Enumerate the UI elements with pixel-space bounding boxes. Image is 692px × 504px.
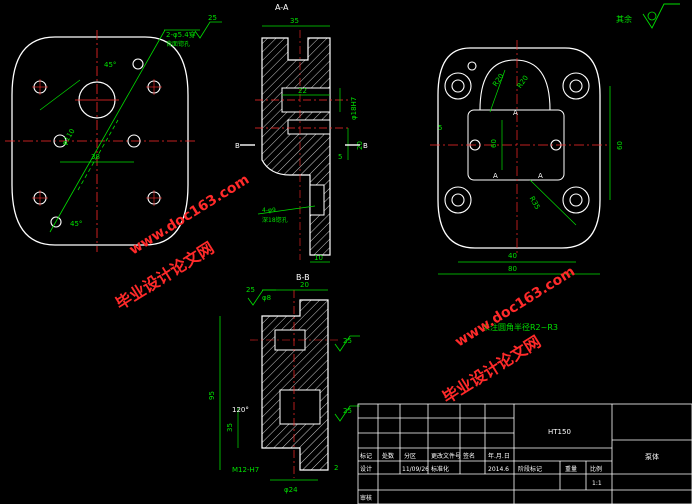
front-outline	[11, 36, 189, 246]
bb-dim-95: 95	[208, 391, 216, 400]
section-aa-title: A-A	[275, 3, 289, 12]
bb-dim-phi8: φ8	[262, 294, 271, 302]
aa-dim-bore: φ18H7	[350, 97, 358, 120]
tb-cell-scale: 比例	[590, 465, 602, 473]
bb-dim-35: 35	[226, 423, 234, 432]
tb-r1-c4: 更改文件号	[431, 452, 461, 460]
front-dim-45a: 45°	[104, 61, 116, 69]
watermark-1-url: www.doc163.com	[127, 172, 253, 259]
side-view: 40 80 60 60 R20 R20 R35 5 A A A 未注圆角半径R2…	[430, 40, 624, 332]
tb-r1-c6: 年.月.日	[488, 452, 510, 460]
tb-r1-c3: 分区	[404, 452, 416, 460]
front-dim-dia: φ110	[60, 127, 76, 146]
side-dim-r35: R35	[528, 195, 542, 211]
watermark-2-cn: 毕业设计论文网	[439, 332, 544, 407]
tb-r1-c5: 签名	[463, 452, 475, 460]
tb-r2-c3: 标准化	[431, 465, 449, 473]
aa-dim-35: 35	[290, 17, 299, 25]
tb-date-code: 11/09/26	[402, 466, 429, 473]
side-dim-80: 80	[508, 265, 517, 273]
title-block	[357, 403, 692, 504]
aa-dim-5: 5	[338, 153, 342, 161]
side-mark-a2: A	[493, 172, 498, 180]
front-dim-note: 背面锪孔	[166, 40, 190, 48]
tb-cell-ratio: 1:1	[592, 480, 602, 487]
side-dim-40: 60	[490, 139, 498, 148]
front-roughness: 25	[208, 14, 217, 22]
fillet-note: 未注圆角半径R2~R3	[482, 322, 558, 332]
side-holes	[444, 61, 590, 214]
watermark-2: 毕业设计论文网 www.doc163.com	[439, 264, 578, 408]
tb-r1-c1: 标记	[360, 452, 372, 460]
bb-roughness-top: 25	[246, 286, 255, 294]
side-dim-60-right: 60	[616, 141, 624, 150]
bb-dim-angle: 120°	[232, 406, 249, 414]
front-dim-38: 38	[91, 153, 100, 161]
tb-part-name: HT150	[548, 428, 571, 436]
roughness-label: 其余	[616, 14, 632, 24]
side-dim-r20b: R20	[516, 74, 530, 90]
tb-cell-weight: 重量	[565, 465, 577, 473]
bb-roughness-right1: 25	[343, 337, 352, 345]
front-dim-holes: 2-φ5.4穿	[166, 30, 196, 39]
tb-r2-c5: 2014.6	[488, 466, 509, 473]
aa-dim-10: 10	[314, 254, 323, 262]
roughness-note: 其余	[616, 3, 680, 29]
tb-r1-c2: 处数	[382, 452, 394, 460]
tb-r3-c1: 审核	[360, 494, 372, 502]
side-mark-a3: A	[538, 172, 543, 180]
side-outline	[437, 47, 601, 249]
aa-dim-cbore: 深18锪孔	[262, 216, 288, 224]
cut-mark-b-right: B	[363, 142, 368, 150]
front-dim-45b: 45°	[70, 220, 82, 228]
cut-mark-b-left: B	[235, 142, 240, 150]
bb-dim-thread: M12-H7	[232, 466, 259, 474]
tb-cell-stage: 阶段标记	[518, 465, 542, 473]
side-dim-5: 5	[438, 124, 442, 132]
aa-dim-22: 22	[298, 87, 307, 95]
bb-roughness-right2: 25	[343, 407, 352, 415]
section-bb-view: B-B 20 95 35 120° 25 φ8 25 25 M12-H7 φ24…	[208, 273, 360, 494]
watermark-2-url: www.doc163.com	[452, 264, 578, 351]
section-bb-body	[261, 299, 329, 471]
bb-dim-phi24: φ24	[284, 486, 298, 494]
aa-dim-holes: 4-φ9	[262, 207, 276, 214]
watermark-1-cn: 毕业设计论文网	[112, 238, 217, 313]
section-bb-title: B-B	[296, 273, 310, 282]
tb-r2-c1: 设计	[360, 465, 372, 473]
section-aa-view: A-A 35 22 φ18H7 20 5 10 4-φ9 深18锪孔 B B	[235, 3, 368, 263]
bb-dim-20: 20	[300, 281, 309, 289]
title-block-text: HT150 标记 处数 分区 更改文件号 签名 年.月.日 设计 11/09/2…	[360, 428, 659, 502]
side-dim-60-bottom: 40	[508, 252, 517, 260]
bb-dim-2: 2	[334, 464, 338, 472]
tb-right-label: 泵体	[645, 452, 659, 461]
side-mark-a1: A	[513, 109, 518, 117]
